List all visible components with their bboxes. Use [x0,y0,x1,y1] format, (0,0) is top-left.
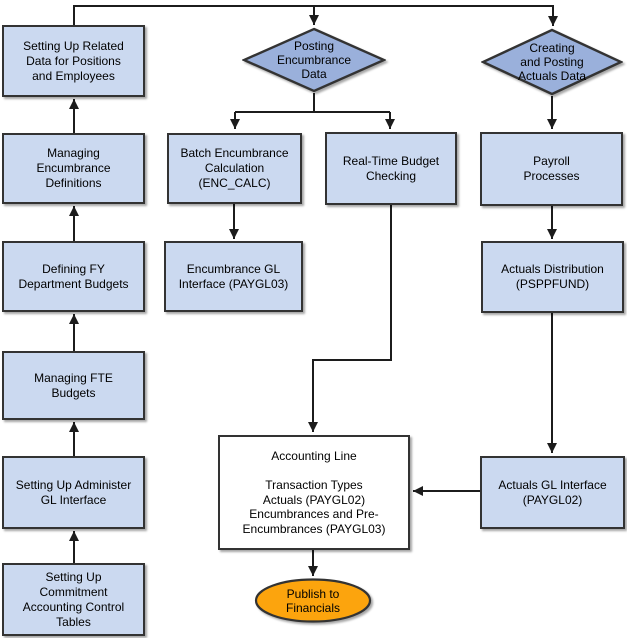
flow-node-setting-up-related-data: Setting Up Related Data for Positions an… [2,25,145,97]
flow-node-actuals-gl-interface: Actuals GL Interface (PAYGL02) [480,456,625,529]
decision-label: Creating and Posting Actuals Data [517,41,587,83]
diamond-shape [242,27,386,93]
flow-node-setting-up-commitment-accounting: Setting Up Commitment Accounting Control… [2,563,145,636]
flow-node-real-time-budget-checking: Real-Time Budget Checking [325,132,457,205]
decision-label: Posting Encumbrance Data [276,39,352,81]
flow-node-encumbrance-gl-interface: Encumbrance GL Interface (PAYGL03) [164,241,303,312]
flow-node-payroll-processes: Payroll Processes [480,132,623,206]
flow-node-batch-encumbrance-calculation: Batch Encumbrance Calculation (ENC_CALC) [167,133,302,204]
terminator-label: Publish to Financials [285,586,341,615]
terminator-publish-to-financials: Publish to Financials [253,577,373,624]
flow-node-managing-encumbrance-definitions: Managing Encumbrance Definitions [2,133,145,204]
edge-relateddata-to-actuals-diamond [73,5,558,27]
flow-node-actuals-distribution: Actuals Distribution (PSPPFUND) [481,241,624,313]
ellipse-shape [254,578,372,623]
decision-posting-encumbrance-data: Posting Encumbrance Data [242,27,386,93]
flow-node-defining-fy-department-budgets: Defining FY Department Budgets [2,241,145,312]
decision-creating-posting-actuals-data: Creating and Posting Actuals Data [481,28,623,96]
diamond-shape [481,28,623,96]
flow-node-accounting-line: Accounting Line Transaction Types Actual… [218,435,410,550]
flow-node-managing-fte-budgets: Managing FTE Budgets [2,351,145,420]
flow-node-setting-up-administer-gl-interface: Setting Up Administer GL Interface [2,456,145,529]
edge-realtime-to-accounting [308,205,392,432]
